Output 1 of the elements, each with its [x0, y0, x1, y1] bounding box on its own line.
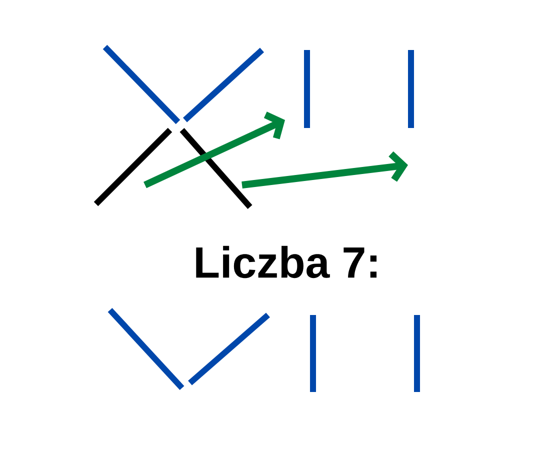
heading: Liczba 7:: [196, 246, 377, 278]
